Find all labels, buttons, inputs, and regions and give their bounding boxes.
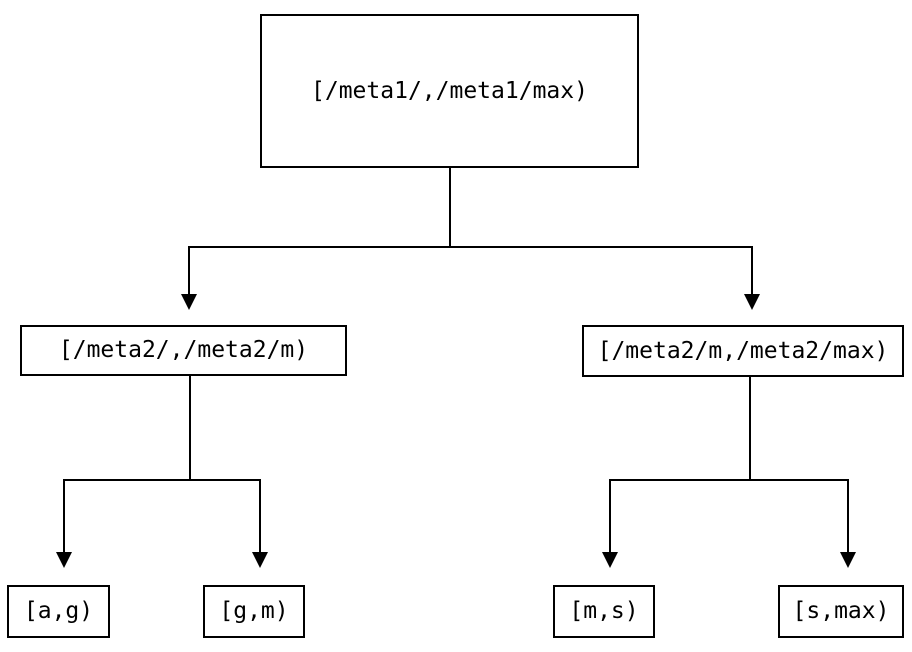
connector-right-branch (609, 479, 849, 552)
arrowhead-to-leaf-ag (56, 552, 72, 568)
arrowhead-to-left-node (181, 294, 197, 310)
leaf-node-g-m: [g,m) (203, 585, 305, 638)
node-meta2-lower-range: [/meta2/,/meta2/m) (20, 325, 347, 376)
leaf-node-s-max: [s,max) (778, 585, 904, 638)
leaf-node-m-s: [m,s) (553, 585, 655, 638)
connector-left-branch (63, 479, 261, 552)
arrowhead-to-right-node (744, 294, 760, 310)
connector-root-branch (188, 246, 753, 294)
arrowhead-to-leaf-smax (840, 552, 856, 568)
arrowhead-to-leaf-ms (602, 552, 618, 568)
arrowhead-to-leaf-gm (252, 552, 268, 568)
leaf-node-a-g: [a,g) (7, 585, 110, 638)
node-meta2-upper-range: [/meta2/m,/meta2/max) (582, 325, 904, 377)
node-root-meta1-range: [/meta1/,/meta1/max) (260, 14, 639, 168)
